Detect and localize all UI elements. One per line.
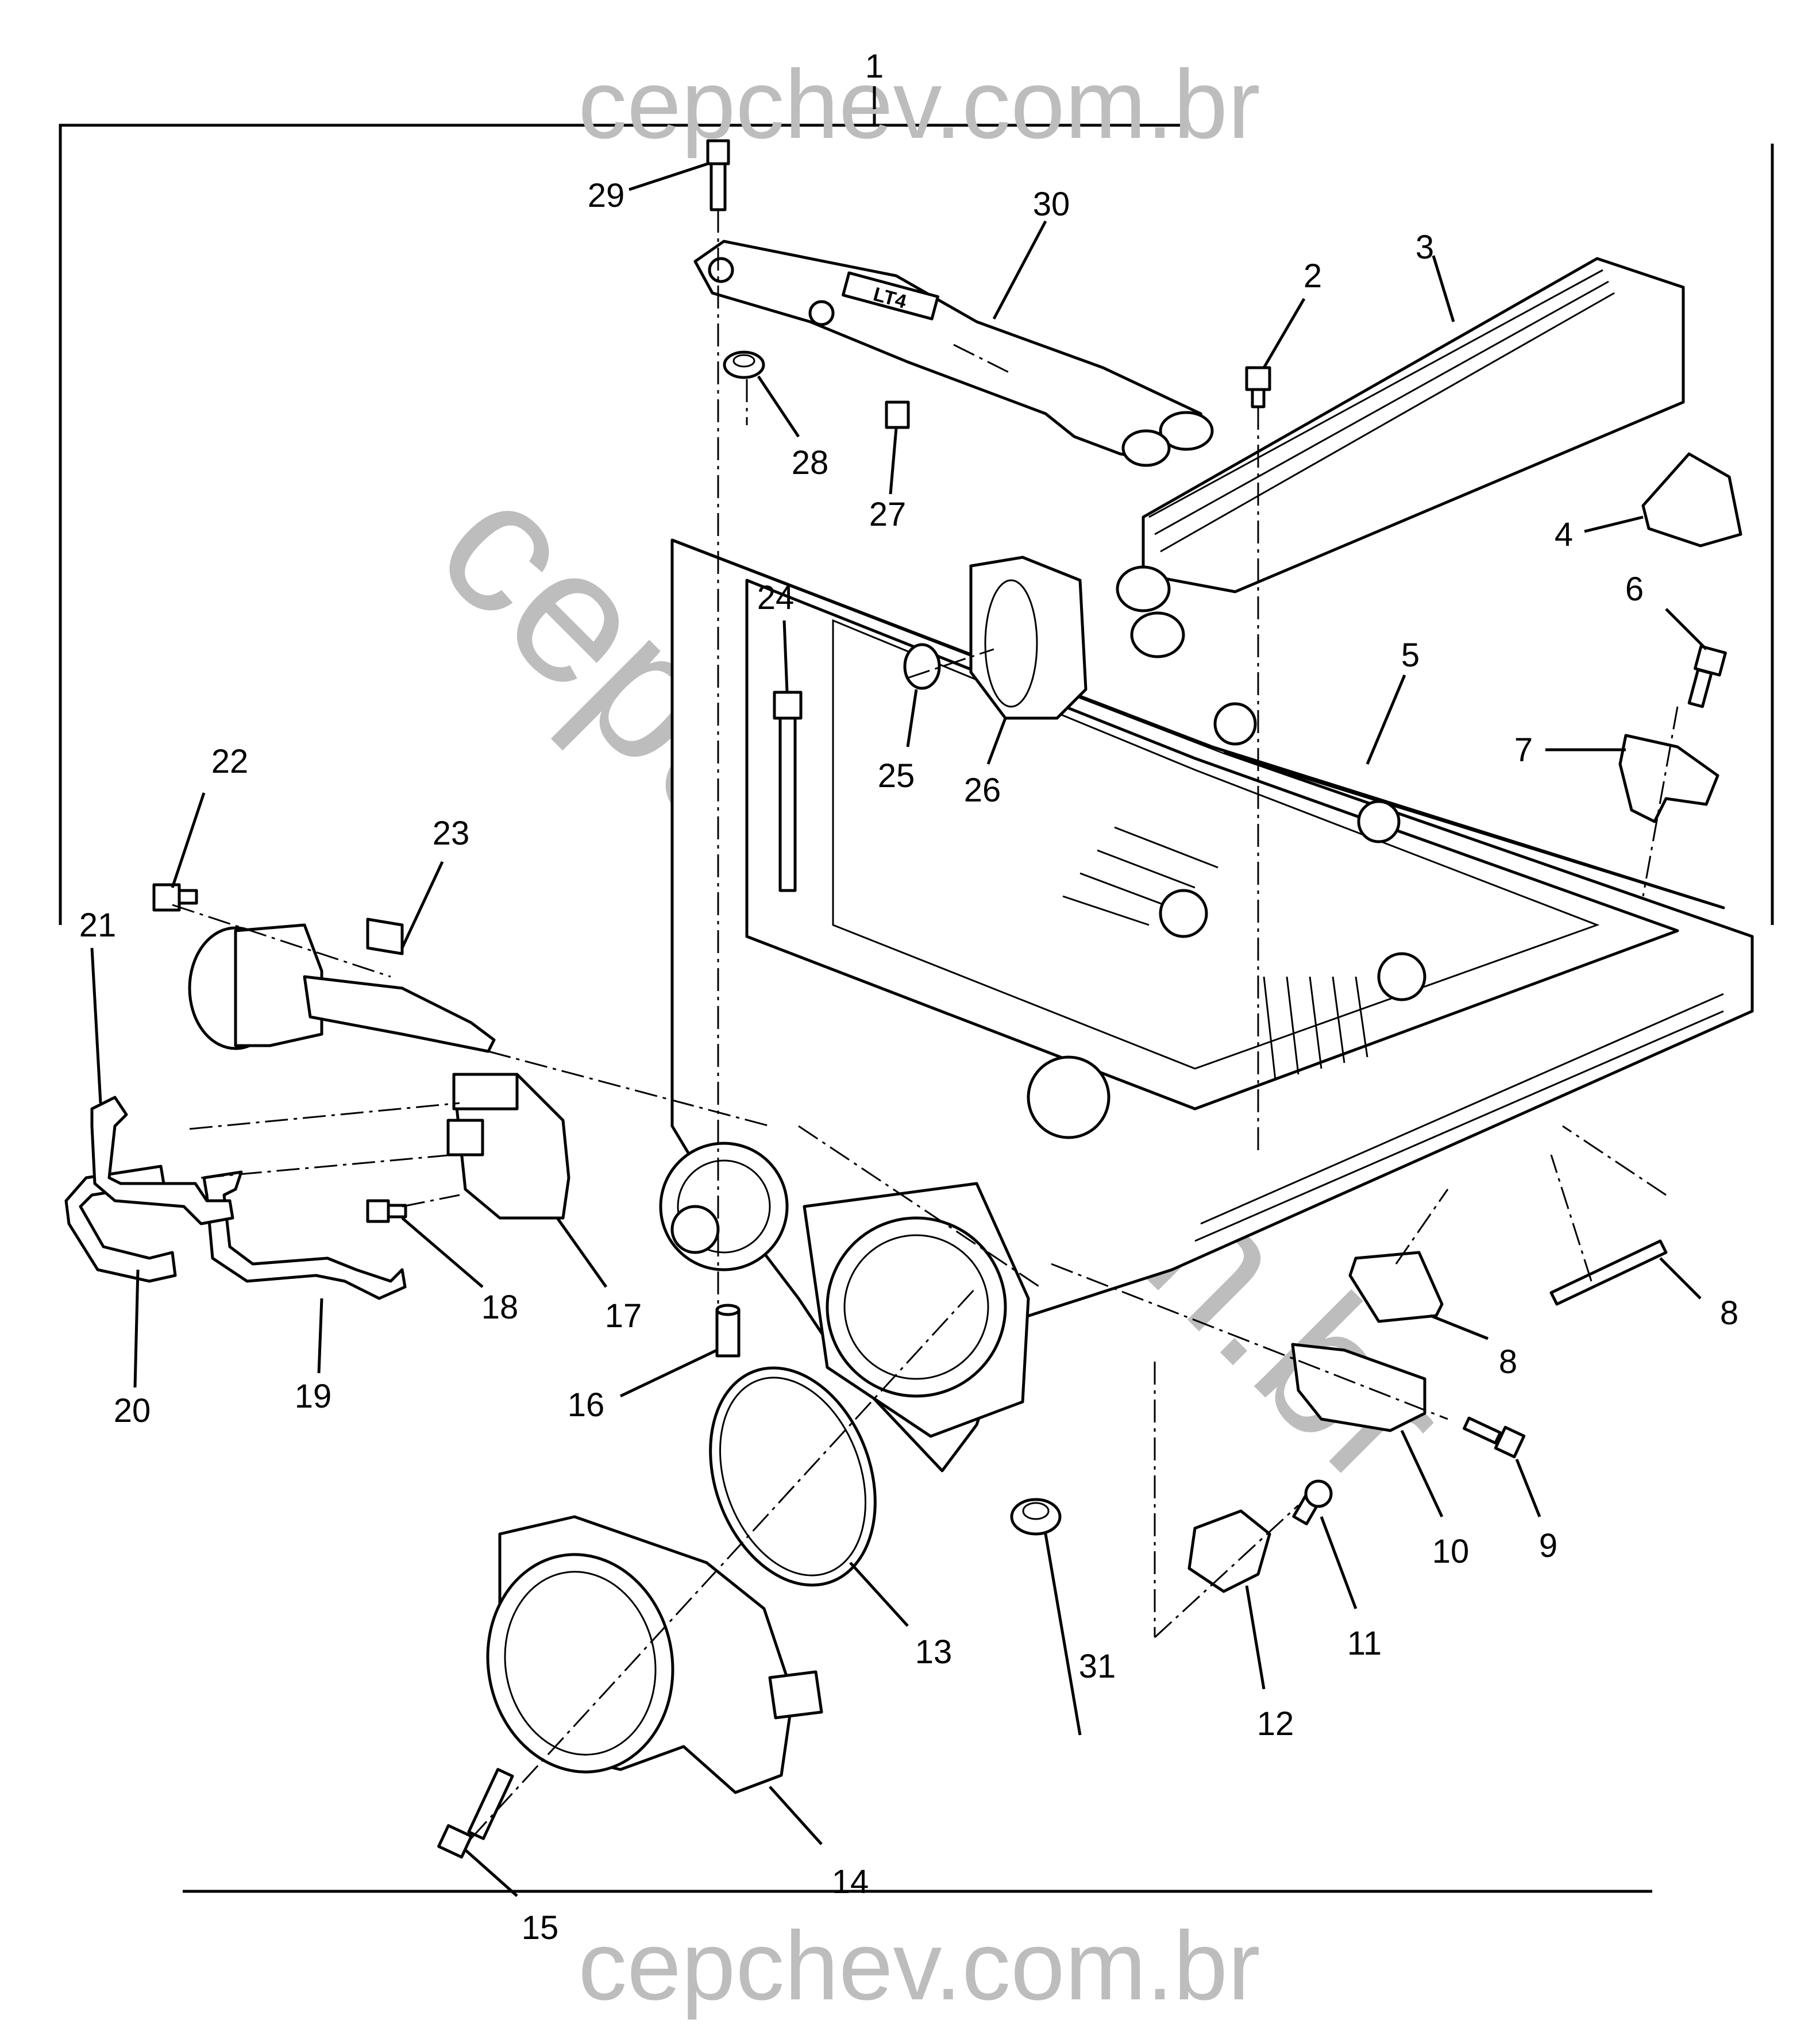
frame	[59, 109, 1774, 1893]
bolt-9	[1463, 1416, 1526, 1459]
bypass-solenoid	[446, 1073, 570, 1220]
fitting-27	[885, 400, 910, 429]
vacuum-hose-21	[90, 1096, 234, 1225]
callout-6: 6	[1625, 571, 1644, 608]
stud-24	[773, 691, 803, 892]
leader-lines	[90, 86, 1707, 1897]
callout-labels: 1 2 3 4 5 6 7 8 8 9 10 11 12 13 14 15 16…	[79, 48, 1738, 1946]
callout-9: 9	[1539, 1527, 1557, 1564]
throttle-adapter	[803, 1182, 1030, 1438]
throttle-body-gasket	[709, 1366, 877, 1587]
bolt-15	[437, 1768, 514, 1859]
callout-8b: 8	[1720, 1294, 1738, 1332]
callout-30: 30	[1033, 186, 1070, 223]
callout-27: 27	[869, 496, 907, 533]
throttle-body	[486, 1515, 823, 1794]
rotor-ribs	[1062, 826, 1368, 1081]
bolt-2	[1245, 366, 1271, 408]
callout-3: 3	[1416, 229, 1434, 266]
sensor-12	[1187, 1509, 1271, 1593]
callout-21: 21	[79, 907, 117, 944]
callout-25: 25	[878, 757, 915, 795]
bolt-6	[1687, 645, 1727, 708]
callout-7: 7	[1514, 731, 1533, 769]
intercooler-boot	[969, 556, 1088, 720]
callout-20: 20	[114, 1392, 151, 1429]
callout-26: 26	[964, 772, 1001, 809]
seal-31	[1010, 1498, 1062, 1536]
vacuum-hose-19	[202, 1170, 407, 1300]
bolt-18	[366, 1199, 407, 1223]
sensor-7	[1618, 734, 1719, 823]
callout-29: 29	[588, 177, 625, 214]
callout-15: 15	[522, 1909, 559, 1946]
intercooler	[1116, 257, 1685, 658]
watermark-bottom: cepchev.com.br	[578, 1911, 1260, 2021]
callout-16: 16	[568, 1386, 605, 1424]
supercharger-pulley	[659, 1142, 789, 1271]
callout-8a: 8	[1499, 1343, 1517, 1381]
bolt-29	[706, 139, 730, 211]
centerlines	[172, 210, 1679, 1840]
callout-17: 17	[605, 1297, 642, 1335]
callout-12: 12	[1257, 1705, 1294, 1743]
callout-31: 31	[1079, 1648, 1116, 1685]
gasket-8-b	[1549, 1239, 1668, 1306]
callout-18: 18	[481, 1289, 519, 1326]
vacuum-hose-20	[64, 1165, 177, 1283]
callout-14: 14	[832, 1863, 869, 1901]
callout-5: 5	[1401, 637, 1420, 674]
o-ring	[903, 643, 941, 690]
callout-10: 10	[1432, 1533, 1470, 1570]
intercooler-bracket	[1641, 452, 1742, 548]
callout-2: 2	[1304, 257, 1322, 295]
callout-28: 28	[792, 444, 829, 481]
washer	[723, 350, 765, 379]
callout-22: 22	[211, 743, 249, 780]
callout-11: 11	[1347, 1625, 1382, 1662]
fuel-rail: LT4	[693, 240, 1214, 467]
callout-24: 24	[757, 579, 795, 616]
callout-1: 1	[865, 48, 884, 85]
gasket-8-a	[1348, 1251, 1444, 1323]
dowel-16	[715, 1304, 741, 1358]
bypass-actuator	[188, 918, 496, 1053]
sensor-10	[1291, 1343, 1426, 1432]
bolt-11	[1292, 1479, 1333, 1525]
watermark-top: cepchev.com.br	[578, 50, 1260, 159]
callout-4: 4	[1555, 516, 1573, 553]
callout-19: 19	[295, 1378, 332, 1415]
callout-13: 13	[915, 1633, 953, 1671]
callout-23: 23	[433, 815, 470, 852]
